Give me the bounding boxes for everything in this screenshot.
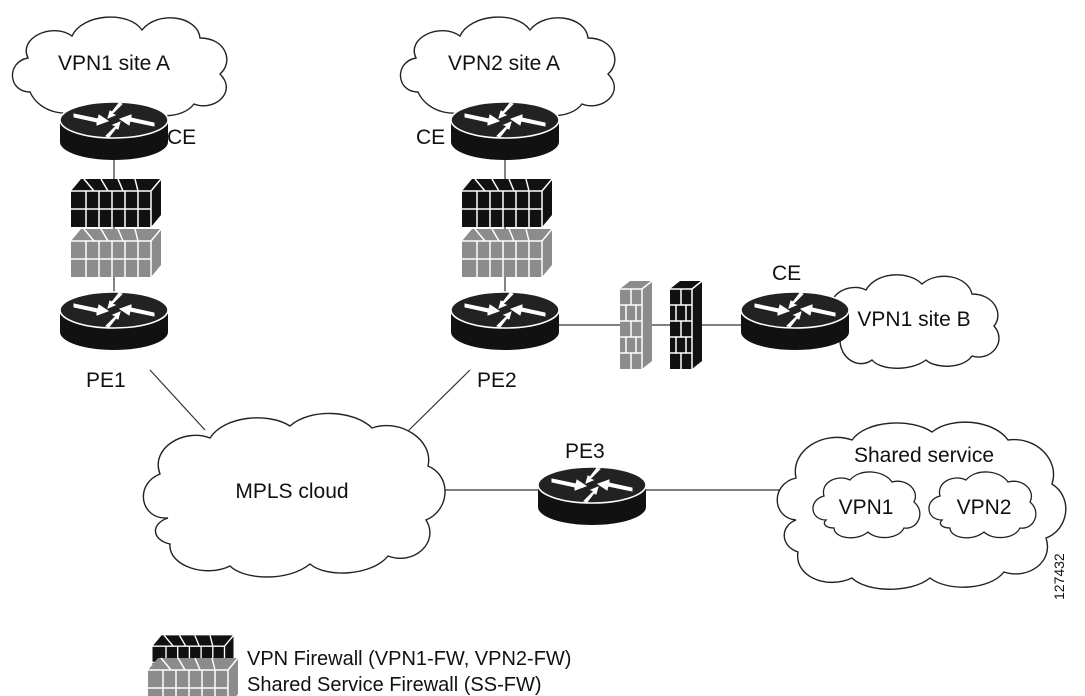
router-ce-vpn1-b-icon xyxy=(740,291,850,351)
router-pe2-icon xyxy=(450,291,560,351)
vpn-firewall-site-a-icon xyxy=(70,178,162,228)
legend-shared-firewall-icon xyxy=(147,657,239,696)
cloud-vpn2 xyxy=(928,471,1037,539)
label-pe2: PE2 xyxy=(477,369,517,392)
label-pe1: PE1 xyxy=(86,369,126,392)
cloud-vpn1-site-b xyxy=(823,274,1000,369)
figure-id: 127432 xyxy=(1051,553,1067,600)
label-ce-vpn1-a: CE xyxy=(167,126,196,149)
router-ce-vpn1-a-icon xyxy=(59,101,169,161)
cloud-label-mpls: MPLS cloud xyxy=(235,480,348,503)
cloud-label-shared-service: Shared service xyxy=(854,444,994,467)
legend: VPN Firewall (VPN1-FW, VPN2-FW) Shared S… xyxy=(147,634,571,696)
vpn-firewall-site-a2-icon xyxy=(461,178,553,228)
legend-shared-firewall-label: Shared Service Firewall (SS-FW) xyxy=(247,674,542,696)
label-ce-vpn2-a: CE xyxy=(416,126,445,149)
legend-vpn-firewall-label: VPN Firewall (VPN1-FW, VPN2-FW) xyxy=(247,648,571,670)
router-pe3-icon xyxy=(537,466,647,526)
label-ce-vpn1-b: CE xyxy=(772,262,801,285)
cloud-label-vpn2: VPN2 xyxy=(957,496,1012,519)
cloud-label-vpn1-site-b: VPN1 site B xyxy=(857,308,970,331)
cloud-label-vpn1-site-a: VPN1 site A xyxy=(58,52,170,75)
router-ce-vpn2-a-icon xyxy=(450,101,560,161)
router-pe1-icon xyxy=(59,291,169,351)
shared-firewall-site-a2-icon xyxy=(461,228,553,278)
cloud-label-vpn1: VPN1 xyxy=(839,496,894,519)
cloud-vpn1 xyxy=(812,471,921,539)
shared-firewall-site-a-icon xyxy=(70,228,162,278)
cloud-shared-service xyxy=(776,421,1067,590)
cloud-label-vpn2-site-a: VPN2 site A xyxy=(448,52,560,75)
label-pe3: PE3 xyxy=(565,440,605,463)
link-pe1-mpls xyxy=(149,369,206,431)
cloud-mpls xyxy=(142,412,446,578)
link-pe2-mpls xyxy=(404,369,471,435)
vpn-firewall-wall-icon xyxy=(669,280,703,370)
shared-firewall-wall-icon xyxy=(619,280,653,370)
